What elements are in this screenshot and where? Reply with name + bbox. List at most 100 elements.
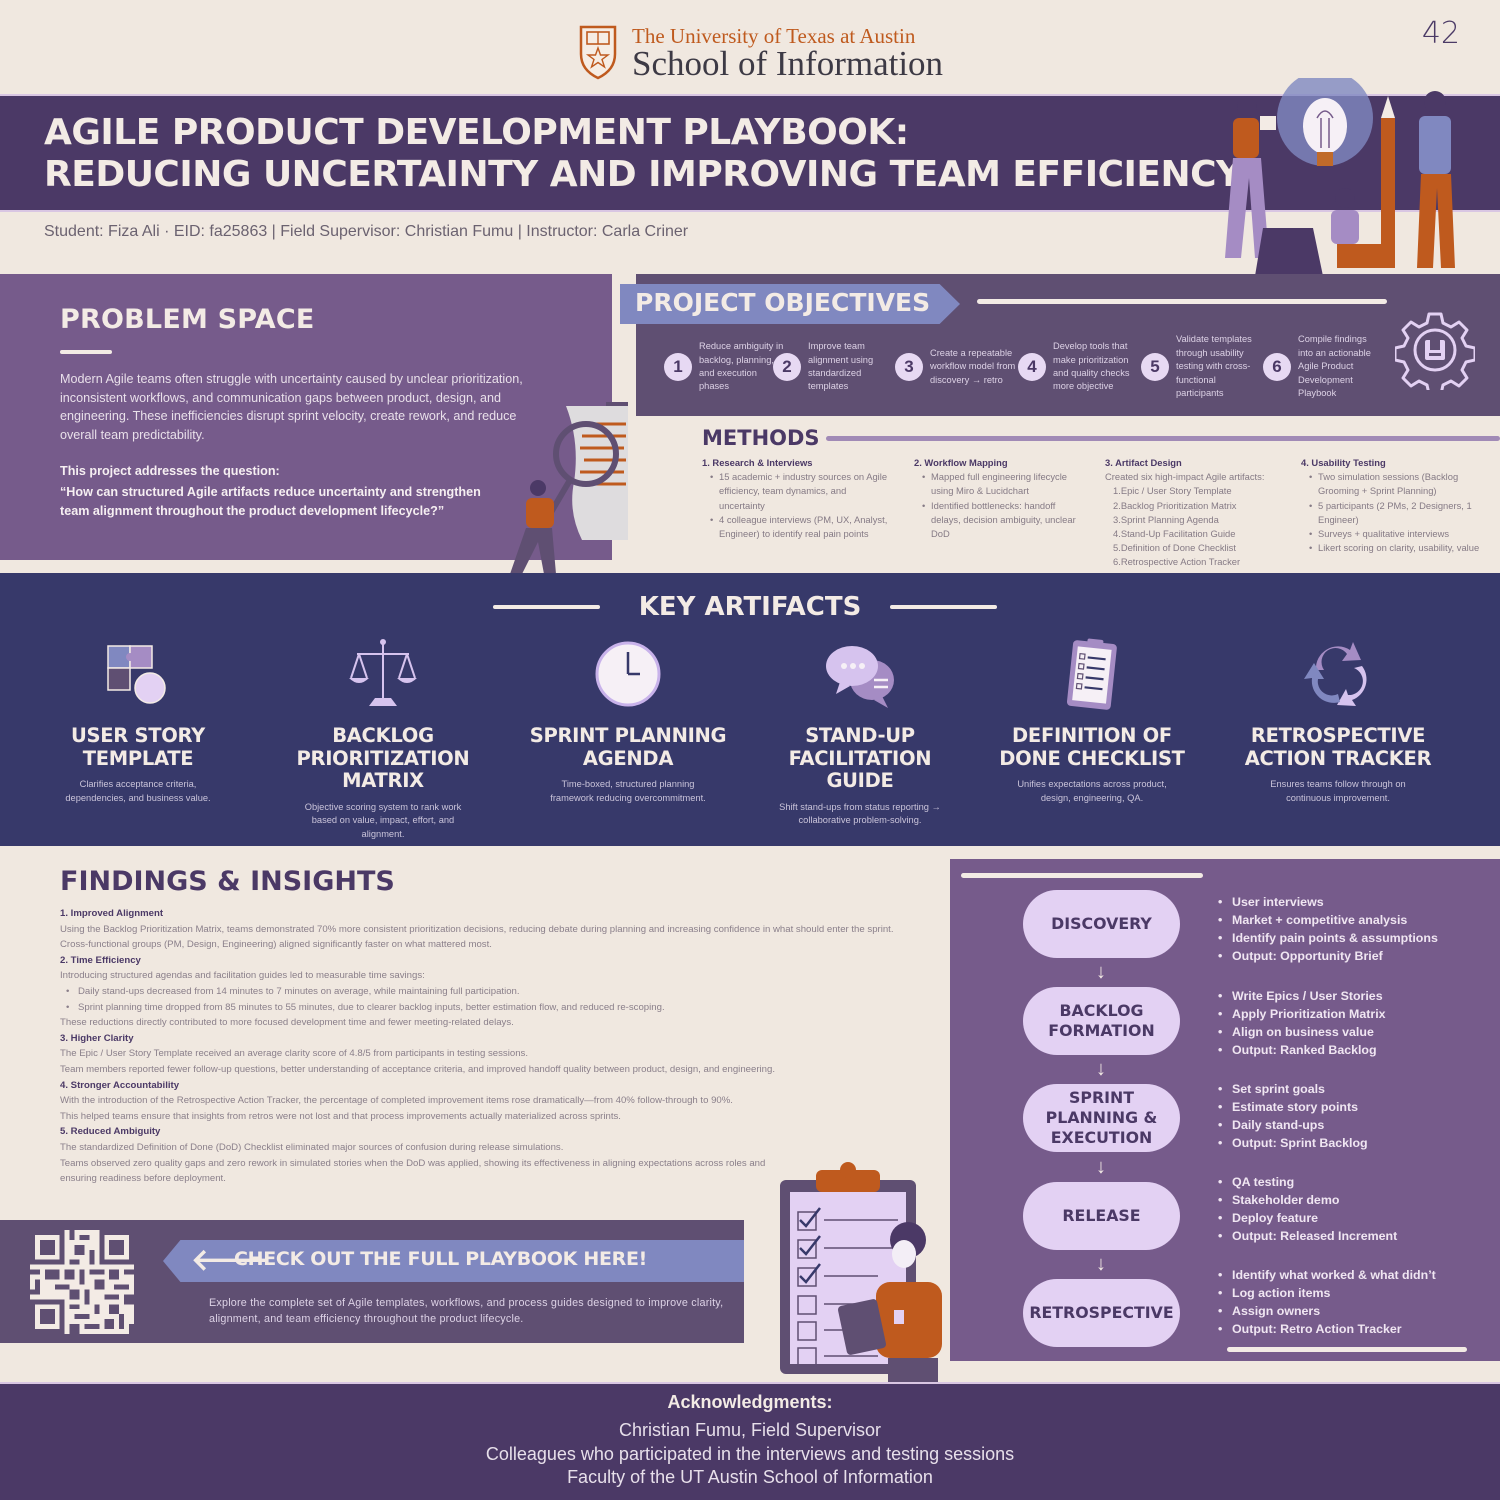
artifact-name: SPRINT PLANNING AGENDA (529, 724, 727, 770)
artifact-description: Unifies expectations across product, des… (1017, 779, 1167, 803)
key-artifacts-heading: KEY ARTIFACTS (638, 592, 862, 622)
finding-title: 4. Stronger Accountability (60, 1079, 180, 1091)
findings-heading: FINDINGS & INSIGHTS (60, 866, 395, 897)
workflow-stage-details: Write Epics / User Stories Apply Priorit… (1218, 987, 1386, 1059)
workflow-detail: Deploy feature (1218, 1209, 1397, 1227)
method-numbered-item: 2.Backlog Prioritization Matrix (1113, 499, 1237, 511)
method-column-research: 1. Research & Interviews 15 academic + i… (702, 456, 892, 541)
finding-title: 3. Higher Clarity (60, 1032, 134, 1044)
workflow-detail: Apply Prioritization Matrix (1218, 1005, 1386, 1023)
finding-text: Team members reported fewer follow-up qu… (60, 1063, 775, 1075)
finding-text: The standardized Definition of Done (DoD… (60, 1141, 564, 1153)
workflow-detail: Log action items (1218, 1284, 1436, 1302)
finding-title: 2. Time Efficiency (60, 954, 141, 966)
project-objectives-ribbon: PROJECT OBJECTIVES (620, 284, 960, 324)
finding-text: With the introduction of the Retrospecti… (60, 1095, 733, 1107)
workflow-detail: Output: Retro Action Tracker (1218, 1320, 1436, 1338)
arrow-down-icon: ↓ (1096, 1156, 1106, 1178)
arrow-down-icon: ↓ (1096, 1253, 1106, 1275)
gear-icon (1395, 312, 1475, 390)
method-numbered-item: 4.Stand-Up Facilitation Guide (1113, 528, 1236, 540)
method-bullet: Likert scoring on clarity, usability, va… (1309, 541, 1481, 555)
workflow-detail: Output: Ranked Backlog (1218, 1041, 1386, 1059)
artifact-name: STAND-UP FACILITATION GUIDE (788, 724, 932, 792)
method-numbered-item: 6.Retrospective Action Tracker (1113, 556, 1241, 568)
byline: Student: Fiza Ali · EID: fa25863 | Field… (44, 223, 689, 240)
objective-number-badge: 6 (1263, 353, 1291, 381)
objective-number-badge: 4 (1018, 353, 1046, 381)
chat-bubbles-icon (826, 646, 894, 708)
finding-text: The Epic / User Story Template received … (60, 1048, 528, 1060)
finding-text: Introducing structured agendas and facil… (60, 970, 425, 982)
workflow-divider-bottom (1227, 1347, 1467, 1352)
workflow-detail: Daily stand-ups (1218, 1116, 1368, 1134)
research-question: “How can structured Agile artifacts redu… (60, 485, 481, 518)
playbook-description: Explore the complete set of Agile templa… (209, 1297, 724, 1325)
workflow-detail: User interviews (1218, 893, 1438, 911)
method-bullet: Identified bottlenecks: handoff delays, … (922, 499, 1084, 542)
artifact-card-backlog-matrix: BACKLOG PRIORITIZATION MATRIX Objective … (278, 636, 488, 841)
artifact-card-user-story: USER STORY TEMPLATE Clarifies acceptance… (33, 636, 243, 805)
cycle-arrows-icon (1304, 642, 1367, 706)
problem-description: Modern Agile teams often struggle with u… (60, 372, 523, 442)
artifact-name: DEFINITION OF DONE CHECKLIST (999, 724, 1185, 770)
workflow-detail: Stakeholder demo (1218, 1191, 1397, 1209)
objective-text: Develop tools that make prioritization a… (1053, 341, 1130, 392)
clipboard-person-illustration (780, 1162, 942, 1382)
qr-code[interactable] (30, 1230, 134, 1334)
workflow-detail: Write Epics / User Stories (1218, 987, 1386, 1005)
problem-space-heading: PROBLEM SPACE (60, 304, 315, 335)
method-numbered-item: 3.Sprint Planning Agenda (1113, 513, 1219, 525)
objective-number-badge: 5 (1141, 353, 1169, 381)
method-bullet: 4 colleague interviews (PM, UX, Analyst,… (710, 513, 892, 541)
poster-number: 42 (1421, 16, 1460, 51)
finding-text: Using the Backlog Prioritization Matrix,… (60, 923, 894, 951)
method-column-usability: 4. Usability Testing Two simulation sess… (1301, 456, 1481, 556)
workflow-detail: Identify pain points & assumptions (1218, 929, 1438, 947)
workflow-divider-top (961, 873, 1203, 878)
acknowledgments-footer: Acknowledgments: Christian Fumu, Field S… (0, 1382, 1500, 1500)
finding-text: These reductions directly contributed to… (60, 1017, 514, 1029)
finding-title: 5. Reduced Ambiguity (60, 1126, 161, 1138)
objective-number-badge: 3 (895, 353, 923, 381)
project-objectives-heading: PROJECT OBJECTIVES (635, 288, 931, 317)
artifacts-divider-right (890, 605, 997, 609)
workflow-stage-sprint: SPRINT PLANNING & EXECUTION (1023, 1084, 1180, 1152)
clipboard-checklist-icon (1066, 638, 1117, 710)
artifact-card-standup-guide: STAND-UP FACILITATION GUIDE Shift stand-… (755, 636, 965, 828)
workflow-stage-details: QA testing Stakeholder demo Deploy featu… (1218, 1173, 1397, 1245)
methods-heading: METHODS (702, 426, 820, 450)
method-intro: Created six high-impact Agile artifacts: (1105, 471, 1265, 483)
finding-title: 1. Improved Alignment (60, 908, 164, 919)
workflow-detail: Identify what worked & what didn’t (1218, 1266, 1436, 1284)
page-title-line1: AGILE PRODUCT DEVELOPMENT PLAYBOOK: (44, 112, 909, 153)
workflow-detail: Output: Opportunity Brief (1218, 947, 1438, 965)
method-title: 2. Workflow Mapping (914, 457, 1008, 468)
objective-text: Compile findings into an actionable Agil… (1298, 334, 1371, 399)
workflow-detail: Output: Released Increment (1218, 1227, 1397, 1245)
clock-icon (595, 641, 661, 707)
objective-item: 6 Compile findings into an actionable Ag… (1263, 332, 1384, 402)
workflow-detail: Estimate story points (1218, 1098, 1368, 1116)
workflow-stage-details: Identify what worked & what didn’t Log a… (1218, 1266, 1436, 1338)
playbook-link-button[interactable]: 🡐 CHECK OUT THE FULL PLAYBOOK HERE! (163, 1240, 744, 1282)
method-numbered-item: 1.Epic / User Story Template (1113, 485, 1232, 497)
university-name: The University of Texas at Austin (632, 24, 916, 48)
method-bullet: Mapped full engineering lifecycle using … (922, 470, 1084, 498)
method-title: 3. Artifact Design (1105, 457, 1182, 468)
school-name: School of Information (632, 44, 944, 83)
finding-bullet: Sprint planning time dropped from 85 min… (60, 1000, 910, 1016)
method-numbered-item: 5.Definition of Done Checklist (1113, 542, 1236, 554)
artifact-name: USER STORY TEMPLATE (71, 724, 205, 770)
objective-number-badge: 1 (664, 353, 692, 381)
arrow-down-icon: ↓ (1096, 1058, 1106, 1080)
workflow-stage-details: Set sprint goals Estimate story points D… (1218, 1080, 1368, 1152)
acknowledgment-line: Colleagues who participated in the inter… (485, 1443, 1015, 1464)
method-bullet: Surveys + qualitative interviews (1309, 527, 1481, 541)
objective-text: Improve team alignment using standardize… (808, 341, 874, 392)
problem-space-panel: PROBLEM SPACE Modern Agile teams often s… (0, 274, 612, 560)
team-lightbulb-illustration (1225, 78, 1455, 276)
workflow-stage-release: RELEASE (1023, 1182, 1180, 1250)
artifacts-divider-left (493, 605, 600, 609)
artifact-description: Ensures teams follow through on continuo… (1270, 779, 1406, 803)
